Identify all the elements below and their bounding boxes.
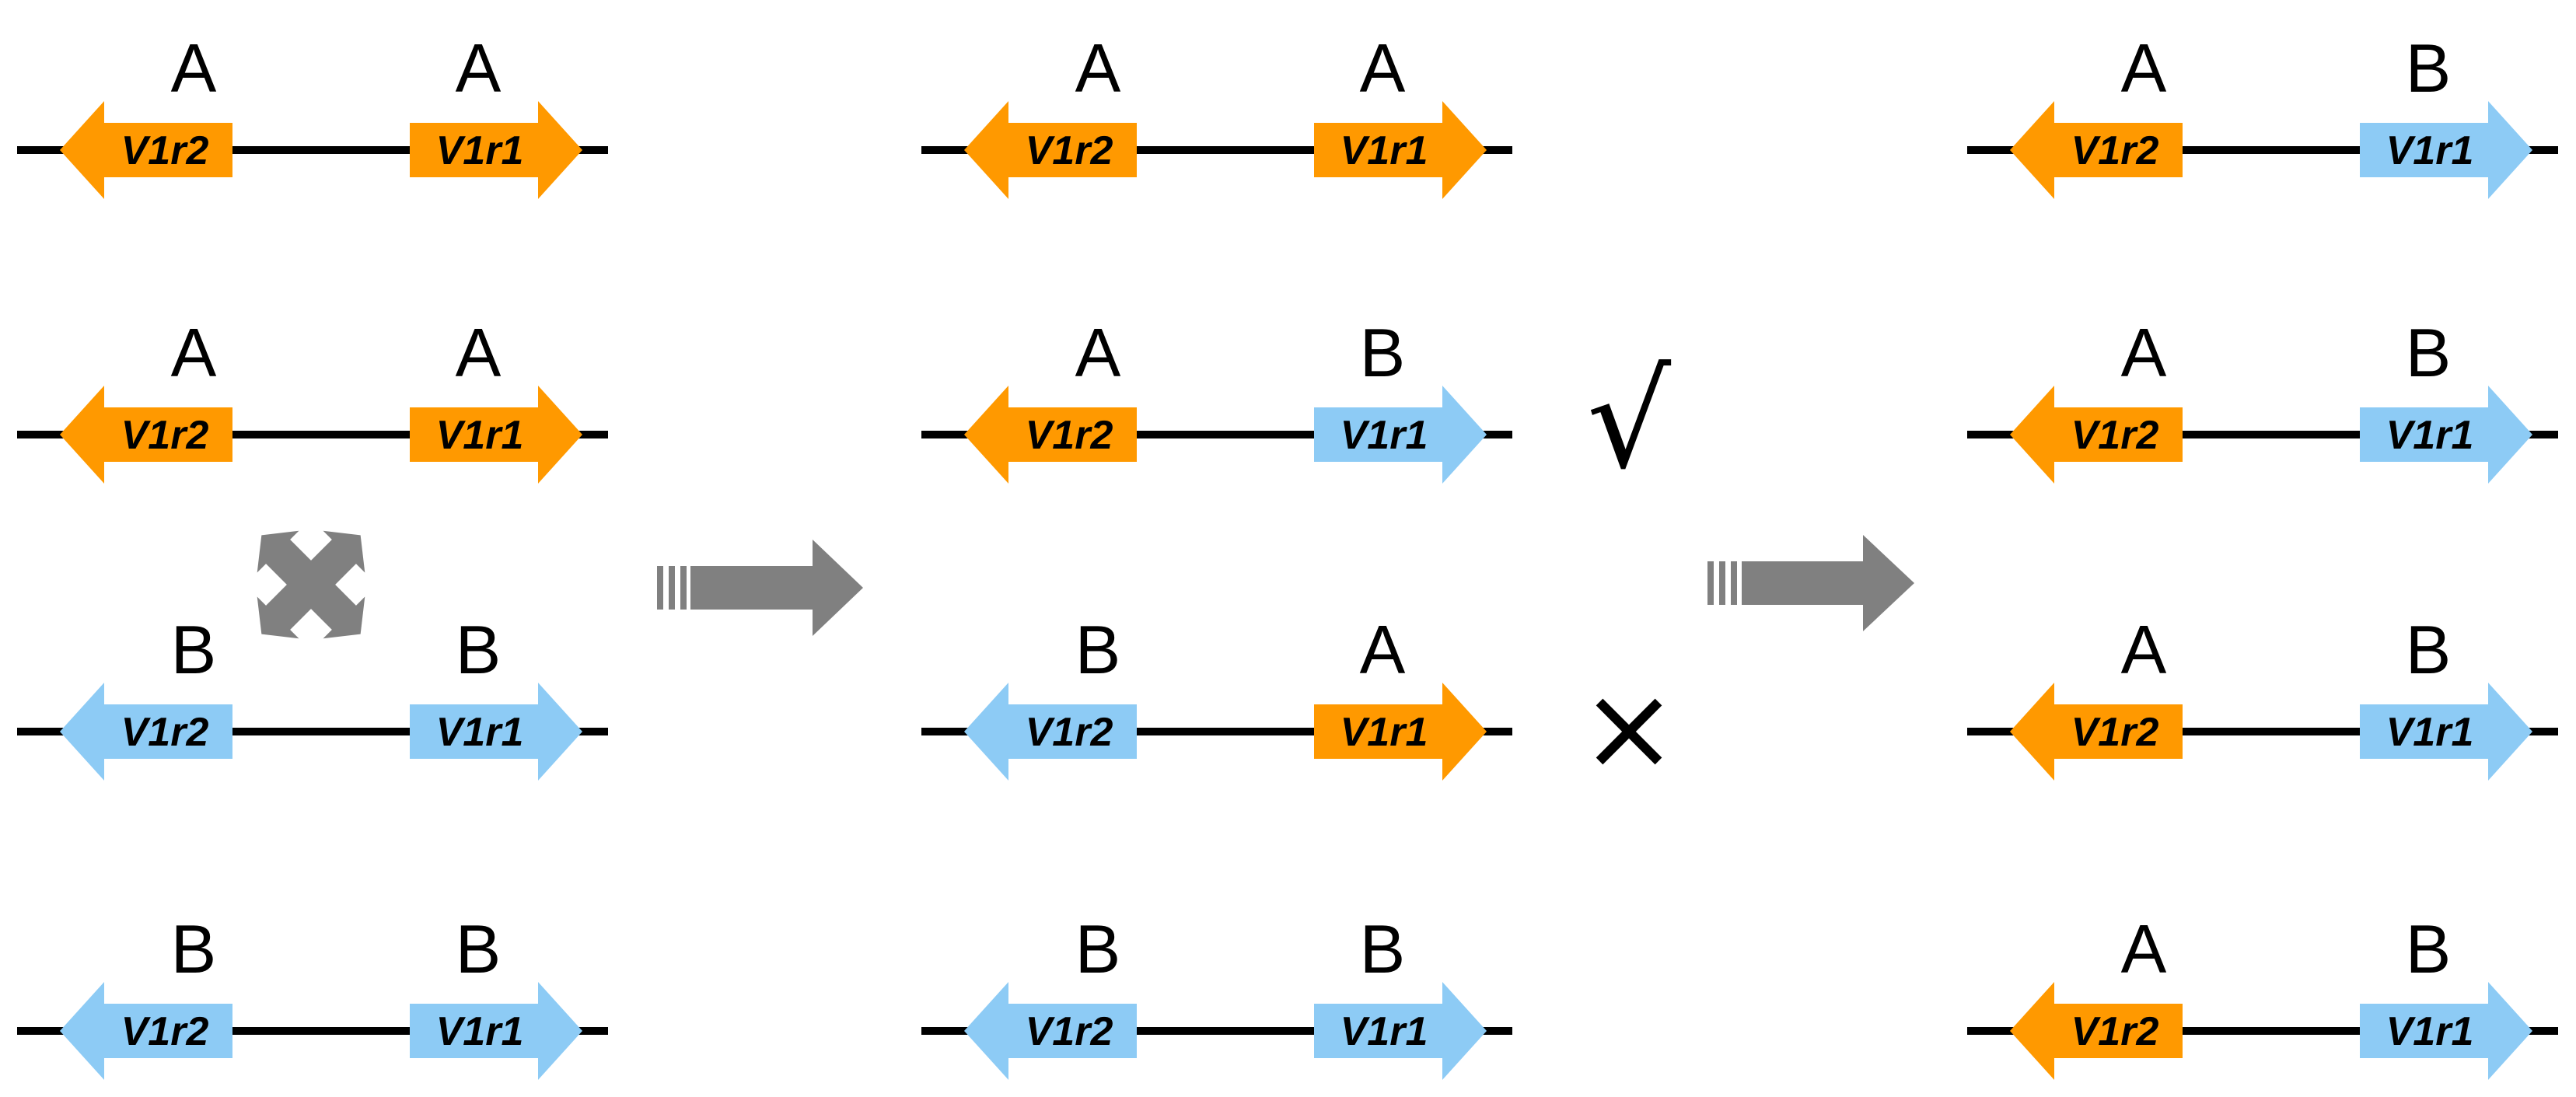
- gene-v1r1-label: V1r1: [1340, 710, 1428, 755]
- allele-letter-left: A: [2121, 314, 2167, 391]
- gene-v1r2-label: V1r2: [121, 413, 209, 458]
- allele-letter-right: B: [1360, 910, 1406, 987]
- gene-v1r2-label: V1r2: [121, 710, 209, 755]
- allele-letter-left: A: [1075, 314, 1121, 391]
- gene-v1r1-arrow: [1314, 982, 1487, 1080]
- gene-v1r1-label: V1r1: [1340, 128, 1428, 173]
- gene-v1r1-label: V1r1: [436, 710, 524, 755]
- gene-v1r1-arrow: [410, 101, 582, 199]
- allele-letter-left: B: [1075, 910, 1121, 987]
- gene-v1r2-arrow: [2010, 683, 2183, 781]
- process-arrow-icon: [1707, 535, 1914, 631]
- gene-v1r1-arrow: [2360, 982, 2532, 1080]
- allele-letter-left: A: [2121, 611, 2167, 688]
- gene-row: V1r2 V1r1 B B: [17, 611, 608, 781]
- allele-letter-right: B: [2406, 30, 2452, 107]
- allele-letter-right: A: [456, 314, 502, 391]
- gene-v1r1-label: V1r1: [436, 128, 524, 173]
- gene-v1r1-label: V1r1: [1340, 1009, 1428, 1054]
- gene-v1r2-arrow: [60, 386, 232, 484]
- allele-letter-right: B: [456, 611, 502, 688]
- gene-v1r2-arrow: [964, 101, 1137, 199]
- gene-v1r1-arrow: [410, 982, 582, 1080]
- gene-row: V1r2 V1r1 B A: [921, 611, 1512, 781]
- gene-v1r1-label: V1r1: [1340, 413, 1428, 458]
- gene-v1r2-arrow: [60, 982, 232, 1080]
- gene-v1r2-arrow: [60, 101, 232, 199]
- gene-v1r2-arrow: [964, 386, 1137, 484]
- gene-row: V1r2 V1r1 A A: [921, 30, 1512, 199]
- gene-row: V1r2 V1r1 A B: [921, 314, 1512, 484]
- allele-letter-left: A: [1075, 30, 1121, 107]
- crossover-arrows-icon: [211, 485, 411, 684]
- gene-v1r2-label: V1r2: [1026, 128, 1113, 173]
- allele-letter-right: A: [1360, 30, 1406, 107]
- gene-v1r2-arrow: [2010, 982, 2183, 1080]
- allele-letter-right: B: [1360, 314, 1406, 391]
- gene-v1r1-arrow: [410, 683, 582, 781]
- allele-letter-left: A: [2121, 910, 2167, 987]
- gene-row: V1r2 V1r1 A B: [1967, 910, 2558, 1080]
- gene-v1r1-label: V1r1: [2386, 1009, 2474, 1054]
- allele-letter-left: B: [1075, 611, 1121, 688]
- gene-v1r2-label: V1r2: [1026, 710, 1113, 755]
- gene-row: V1r2 V1r1 A A: [17, 30, 608, 199]
- allele-letter-left: A: [2121, 30, 2167, 107]
- gene-v1r2-label: V1r2: [2071, 128, 2159, 173]
- allele-letter-right: B: [2406, 611, 2452, 688]
- allele-letter-right: B: [2406, 910, 2452, 987]
- gene-v1r1-arrow: [2360, 683, 2532, 781]
- allele-letter-right: B: [456, 910, 502, 987]
- allele-letter-right: A: [456, 30, 502, 107]
- gene-v1r1-label: V1r1: [436, 413, 524, 458]
- gene-row: V1r2 V1r1 A A: [17, 314, 608, 484]
- gene-v1r2-label: V1r2: [2071, 710, 2159, 755]
- gene-v1r2-label: V1r2: [2071, 413, 2159, 458]
- gene-v1r1-label: V1r1: [2386, 710, 2474, 755]
- gene-row: V1r2 V1r1 B B: [17, 910, 608, 1080]
- allele-letter-left: B: [171, 910, 217, 987]
- gene-row: V1r2 V1r1 B B: [921, 910, 1512, 1080]
- gene-v1r1-label: V1r1: [2386, 128, 2474, 173]
- allele-letter-left: B: [171, 611, 217, 688]
- process-arrow-icon: [657, 540, 863, 636]
- gene-v1r2-arrow: [964, 683, 1137, 781]
- gene-row: V1r2 V1r1 A B: [1967, 30, 2558, 199]
- gene-v1r2-label: V1r2: [2071, 1009, 2159, 1054]
- gene-v1r2-label: V1r2: [121, 128, 209, 173]
- gene-v1r2-label: V1r2: [1026, 413, 1113, 458]
- check-mark: √: [1587, 344, 1672, 498]
- gene-v1r1-arrow: [1314, 101, 1487, 199]
- gene-v1r1-label: V1r1: [2386, 413, 2474, 458]
- allele-letter-right: B: [2406, 314, 2452, 391]
- allele-letter-left: A: [171, 30, 217, 107]
- allele-letter-right: A: [1360, 611, 1406, 688]
- gene-v1r1-arrow: [2360, 386, 2532, 484]
- gene-v1r2-label: V1r2: [121, 1009, 209, 1054]
- gene-v1r1-arrow: [410, 386, 582, 484]
- gene-v1r1-arrow: [1314, 683, 1487, 781]
- gene-v1r2-arrow: [964, 982, 1137, 1080]
- gene-v1r1-arrow: [1314, 386, 1487, 484]
- allele-letter-left: A: [171, 314, 217, 391]
- gene-v1r2-arrow: [2010, 101, 2183, 199]
- gene-v1r2-label: V1r2: [1026, 1009, 1113, 1054]
- gene-row: V1r2 V1r1 A B: [1967, 611, 2558, 781]
- gene-v1r2-arrow: [60, 683, 232, 781]
- gene-v1r2-arrow: [2010, 386, 2183, 484]
- gene-v1r1-arrow: [2360, 101, 2532, 199]
- gene-row: V1r2 V1r1 A B: [1967, 314, 2558, 484]
- cross-mark: ×: [1580, 661, 1678, 796]
- gene-v1r1-label: V1r1: [436, 1009, 524, 1054]
